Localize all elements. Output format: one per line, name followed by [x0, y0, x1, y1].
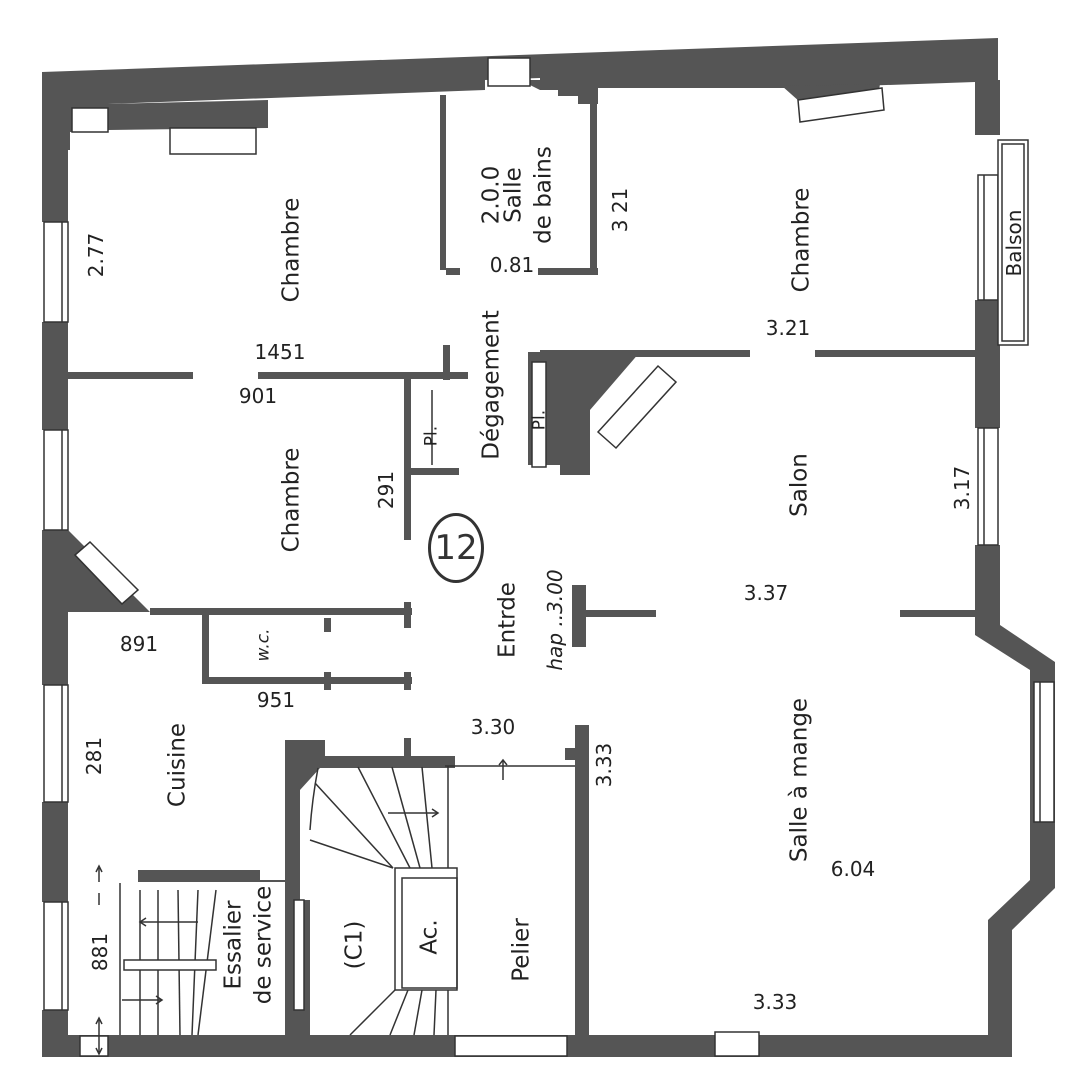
room-label-chambre-middle-left: Chambre	[278, 447, 305, 553]
room-label-cuisine: Cuisine	[164, 722, 191, 808]
room-label-chambre-top-left: Chambre	[278, 197, 305, 303]
exterior-walls	[42, 38, 1055, 1057]
fixtures	[43, 57, 1055, 1057]
room-label-salle-de-bains-line2: de bains	[530, 146, 557, 244]
dimension-label: 3.37	[743, 581, 789, 605]
dimension-label: 6.04	[830, 857, 876, 881]
dimension-label: 3 21	[608, 187, 632, 233]
dimension-label: 3.33	[752, 990, 798, 1014]
room-label-chambre-top-right: Chambre	[788, 187, 815, 293]
room-label-degagement: Dégagement	[478, 310, 505, 460]
room-label-balcon: Balson	[1002, 209, 1026, 277]
dimension-label: 891	[119, 632, 159, 656]
room-label-salle-de-bains-line1: Salle	[500, 167, 527, 223]
main-staircase	[309, 758, 575, 1036]
room-label-salon: Salon	[786, 453, 813, 517]
dimension-label: 3.33	[592, 742, 616, 788]
room-label-placard-2: Pl.	[529, 409, 550, 431]
dimension-label: 3.17	[950, 465, 974, 511]
dimension-label: 281	[82, 736, 106, 776]
dimension-label: 901	[238, 384, 278, 408]
interior-partitions	[68, 95, 975, 760]
unit-number-badge: 12	[428, 513, 484, 583]
dimension-label: 951	[256, 688, 296, 712]
dimension-label: 0.81	[489, 253, 535, 277]
room-label-entree: Entrde	[494, 582, 521, 658]
room-label-salle-a-manger: Salle à mange	[786, 697, 813, 863]
room-label-escalier-line1: Essalier	[220, 900, 247, 990]
dimension-label: 2.77	[84, 232, 108, 278]
dimension-label: 3.21	[765, 316, 811, 340]
room-label-palier: Pelier	[508, 918, 535, 982]
room-label-escalier-line2: de service	[250, 885, 277, 1005]
dimension-label: 1451	[254, 340, 306, 364]
service-staircase	[95, 864, 217, 1056]
dimension-label: 3.30	[470, 715, 516, 739]
dimension-label-ceiling-height: hap ..3.00	[543, 569, 567, 671]
dimension-label: 291	[374, 470, 398, 510]
room-label-wc: w.c.	[253, 628, 274, 662]
room-label-placard-1: Pl.	[421, 425, 442, 447]
room-label-ascenseur: Ac.	[416, 919, 443, 955]
dimension-label: 881	[88, 932, 112, 972]
room-label-c1: (C1)	[341, 920, 368, 970]
